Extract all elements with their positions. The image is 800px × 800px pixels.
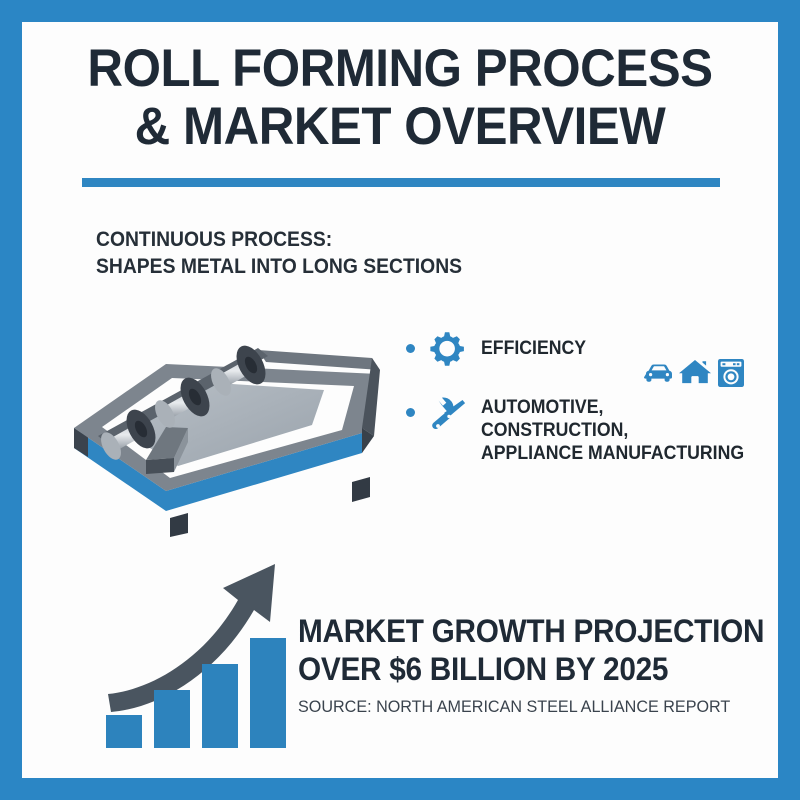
market-source: Source: North American Steel Alliance Re… [298, 697, 731, 716]
car-icon [642, 355, 676, 394]
intro-line-1: Continuous Process: [96, 228, 333, 251]
title-line-2: & Market Overview [134, 97, 666, 156]
market-headline-1: Market Growth Projection [298, 613, 765, 649]
title-divider [82, 178, 720, 187]
feature-item-efficiency: Efficiency [406, 328, 766, 370]
tools-icon [427, 394, 469, 434]
bullet-dot-icon [406, 344, 415, 353]
house-icon [678, 355, 712, 394]
feature-label-industries: Automotive, Construction, Appliance Manu… [481, 397, 745, 464]
growth-arrow [108, 564, 275, 712]
gear-icon [427, 330, 469, 370]
title-line-1: Roll Forming Process [87, 39, 713, 98]
industry-icon-group [642, 353, 746, 395]
feature-list: Efficiency Automotive, C [406, 328, 766, 487]
intro-text: Continuous Process: Shapes Metal Into Lo… [96, 226, 462, 280]
intro-line-2: Shapes Metal Into Long Sections [96, 255, 463, 278]
roll-forming-machine-illustration [62, 312, 412, 537]
washing-machine-icon [714, 355, 748, 394]
growth-chart [92, 542, 307, 752]
poster-canvas: Roll Forming Process & Market Overview C… [22, 22, 778, 778]
chart-bar [250, 638, 286, 748]
feature-item-industries: Automotive, Construction, Appliance Manu… [406, 392, 766, 465]
chart-bar [106, 715, 142, 748]
market-headline-2: Over $6 Billion by 2025 [298, 651, 669, 687]
market-growth-block: Market Growth Projection Over $6 Billion… [298, 612, 765, 717]
bullet-dot-icon [406, 408, 415, 417]
feature-label-efficiency: Efficiency [481, 338, 587, 359]
page-title: Roll Forming Process & Market Overview [22, 40, 778, 156]
chart-bar [154, 690, 190, 748]
chart-bar [202, 664, 238, 748]
